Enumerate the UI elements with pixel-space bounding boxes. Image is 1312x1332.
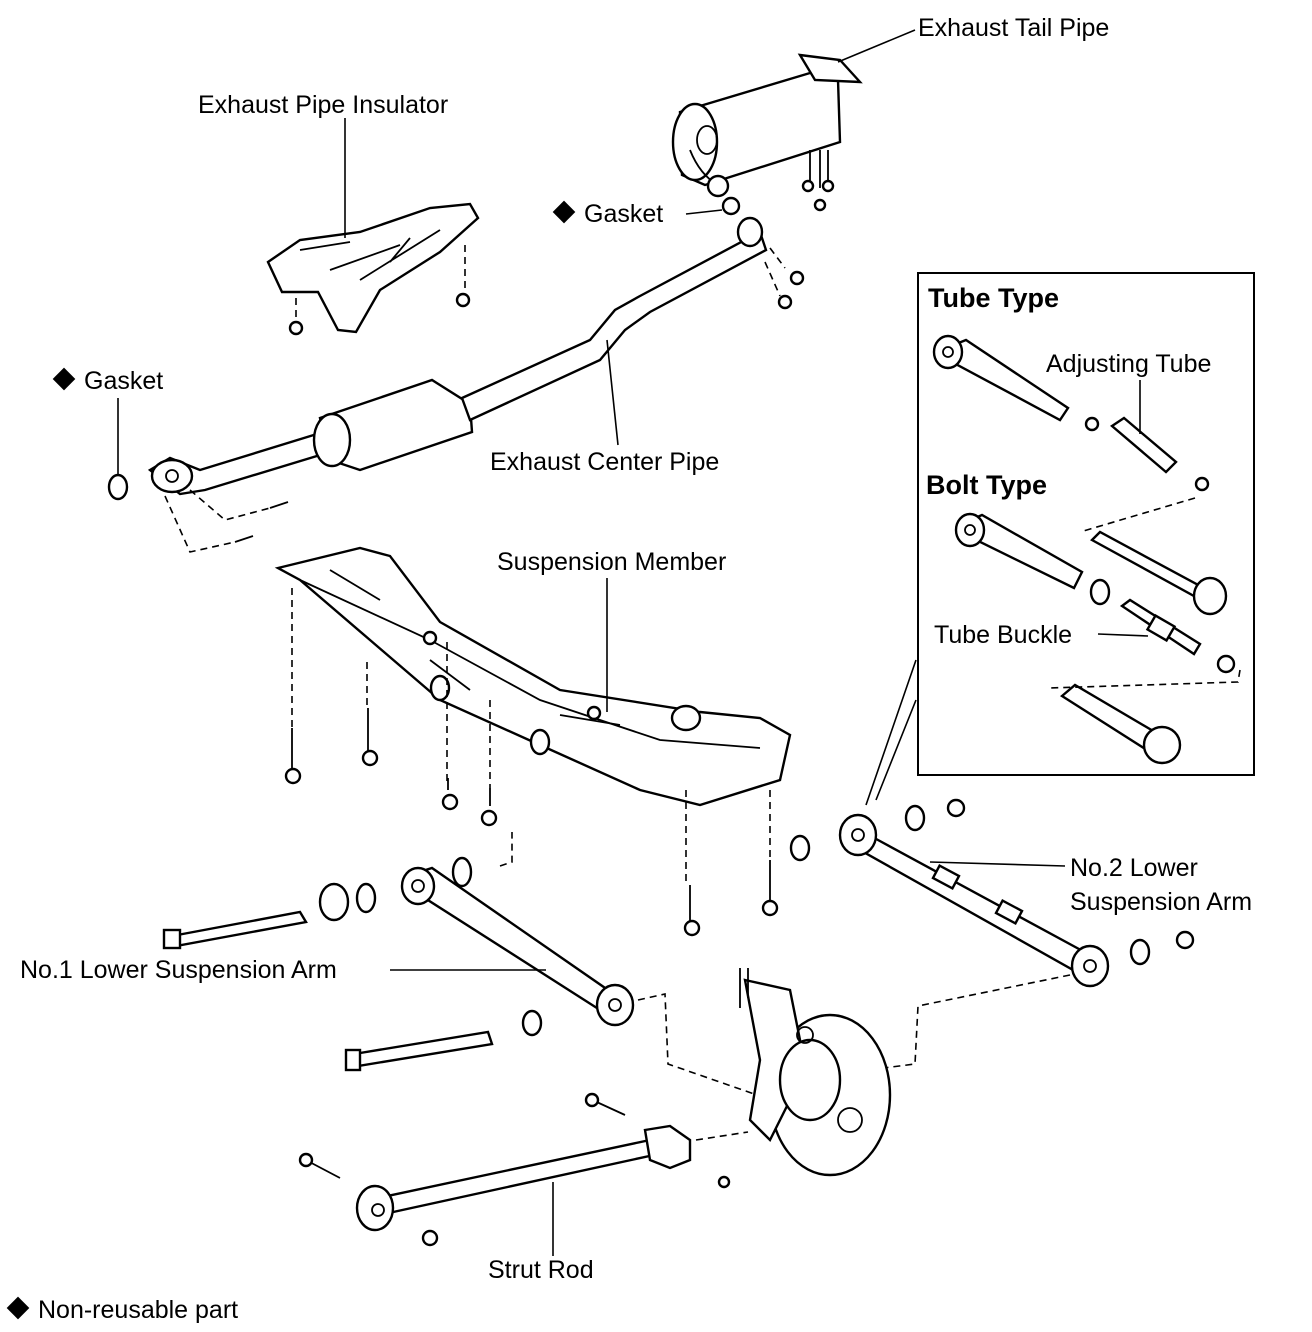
legend-non-reusable-text: Non-reusable part <box>38 1296 239 1324</box>
legend-non-reusable: Non-reusable part <box>6 1296 239 1324</box>
label-tube-buckle: Tube Buckle <box>934 621 1073 649</box>
tube-buckle-leader <box>1097 633 1149 637</box>
gasket-left-part <box>107 473 129 501</box>
inset-title-tube-type: Tube Type <box>928 283 1060 313</box>
center-pipe-leader <box>606 339 619 446</box>
rear-axle-carrier-part <box>739 968 892 1177</box>
non-reusable-diamond-icon <box>552 200 576 224</box>
arm-type-inset-box <box>917 272 1255 776</box>
strut-rod-part <box>298 1092 749 1247</box>
suspension-member-bolts <box>284 588 779 937</box>
tail-pipe-leader <box>837 29 916 63</box>
inset-pointer <box>865 659 917 806</box>
no1-lower-arm-part <box>162 832 635 1072</box>
exhaust-tail-pipe-part <box>671 53 863 212</box>
exhaust-pipe-insulator-part <box>266 202 480 336</box>
label-no2-lower-line2: Suspension Arm <box>1070 888 1253 916</box>
label-exhaust-center-pipe: Exhaust Center Pipe <box>490 448 720 476</box>
inset-tube-type-part <box>932 334 1210 492</box>
non-reusable-diamond-icon <box>52 367 76 391</box>
non-reusable-diamond-icon <box>6 1296 30 1320</box>
label-no2-lower-line1: No.2 Lower <box>1070 854 1198 882</box>
suspension-member-part <box>274 546 792 807</box>
exhaust-center-pipe-part <box>147 216 805 553</box>
gasket-upper-leader <box>685 209 723 215</box>
no2-lower-arm-part <box>789 798 1195 1071</box>
label-strut-rod: Strut Rod <box>488 1256 594 1284</box>
inset-title-bolt-type: Bolt Type <box>926 470 1047 500</box>
gasket-upper-text: Gasket <box>584 200 664 228</box>
label-exhaust-pipe-insulator: Exhaust Pipe Insulator <box>198 91 449 119</box>
label-gasket-upper: Gasket <box>552 200 664 228</box>
no2-arm-leader <box>929 861 1066 867</box>
gasket-upper-part <box>721 196 741 216</box>
label-adjusting-tube: Adjusting Tube <box>1046 350 1212 378</box>
label-gasket-left: Gasket <box>52 367 164 395</box>
no1-arm-mount-line <box>637 993 761 1097</box>
label-no1-lower-suspension-arm: No.1 Lower Suspension Arm <box>20 956 337 984</box>
label-exhaust-tail-pipe: Exhaust Tail Pipe <box>918 14 1110 42</box>
inset-bolt-type-part <box>954 497 1241 765</box>
gasket-left-text: Gasket <box>84 367 164 395</box>
label-suspension-member: Suspension Member <box>497 548 727 576</box>
